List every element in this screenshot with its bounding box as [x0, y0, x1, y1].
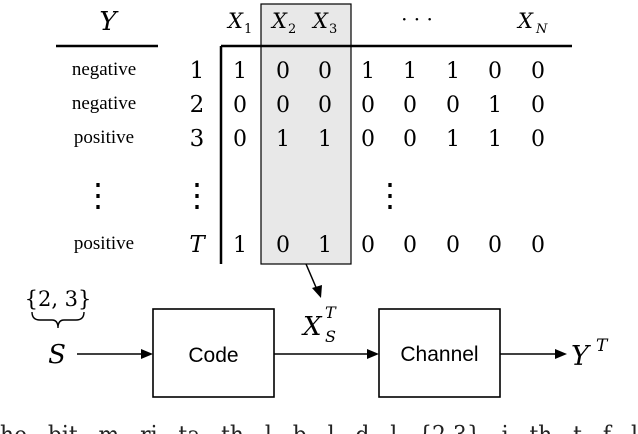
header-ellipsis: · · ·: [401, 7, 433, 31]
column-arrow-head: [312, 285, 322, 298]
channel-to-y-arrow-head: [555, 349, 567, 359]
row-label: negative: [72, 59, 136, 80]
bit-cell: 0: [531, 127, 545, 152]
bit-cell: 0: [361, 93, 375, 118]
svg-text:1: 1: [244, 22, 252, 37]
svg-text:he...bit...m...ri...ta...th...: he...bit...m...ri...ta...th...l...b...l.…: [0, 421, 638, 434]
row-index: 3: [190, 126, 205, 152]
bit-cell: 1: [233, 233, 247, 258]
x3-header: X 3: [311, 9, 337, 37]
bit-cell: 0: [276, 93, 290, 118]
bits-vdots: ⋮: [374, 176, 406, 214]
index-vdots: ⋮: [181, 176, 213, 214]
bit-cell: 0: [233, 127, 247, 152]
bit-cell: 1: [318, 127, 332, 152]
bit-cell: 0: [403, 127, 417, 152]
svg-text:T: T: [325, 303, 337, 322]
svg-text:X: X: [516, 9, 534, 33]
table-row: positive T 1 0 1 0 0 0 0 0: [74, 232, 545, 258]
table-row: negative 2 0 0 0 0 0 0 1 0: [72, 92, 545, 118]
bit-cell: 1: [488, 93, 502, 118]
svg-text:S: S: [325, 327, 336, 346]
code-to-channel-arrow-head: [367, 349, 379, 359]
bit-cell: 1: [361, 59, 375, 84]
row-label: positive: [74, 127, 134, 148]
bit-cell: 1: [233, 59, 247, 84]
channel-box: [378, 308, 501, 398]
row-label: negative: [72, 93, 136, 114]
bit-cell: 0: [488, 233, 502, 258]
svg-text:T: T: [596, 336, 609, 356]
bit-cell: 0: [276, 59, 290, 84]
svg-text:X: X: [311, 9, 329, 33]
bit-cell: 0: [403, 93, 417, 118]
bit-cell: 0: [531, 59, 545, 84]
bit-cell: 0: [531, 93, 545, 118]
row-label: positive: [74, 233, 134, 254]
svg-text:3: 3: [329, 22, 337, 37]
s-label: S: [48, 340, 66, 370]
bit-cell: 0: [531, 233, 545, 258]
code-label: Code: [188, 344, 238, 367]
x1-header: X 1: [226, 9, 252, 37]
bit-cell: 0: [403, 233, 417, 258]
svg-text:X: X: [226, 9, 244, 33]
bit-cell: 0: [488, 59, 502, 84]
bit-cell: 1: [403, 59, 417, 84]
svg-text:X: X: [270, 9, 288, 33]
bit-cell: 1: [446, 127, 460, 152]
bit-cell: 0: [233, 93, 247, 118]
label-vdots: ⋮: [82, 176, 114, 214]
row-index: 2: [190, 92, 205, 118]
underbrace: [31, 311, 85, 329]
bit-cell: 1: [276, 127, 290, 152]
caption-fragment: he...bit...m...ri...ta...th...l...b...l.…: [0, 421, 638, 434]
s-to-code-arrow-head: [141, 349, 153, 359]
svg-text:2: 2: [288, 22, 296, 37]
row-index: 1: [190, 58, 205, 84]
xst-label: X T S: [301, 303, 337, 346]
bit-cell: 0: [361, 233, 375, 258]
bit-cell: 0: [318, 59, 332, 84]
table-row: positive 3 0 1 1 0 0 1 1 0: [74, 126, 545, 152]
set-label: {2, 3}: [25, 287, 92, 311]
code-box: [152, 308, 275, 398]
yt-label: Y T: [571, 336, 609, 372]
x2-header: X 2: [270, 9, 296, 37]
svg-text:N: N: [535, 22, 548, 37]
xn-header: X N: [516, 9, 548, 37]
channel-label: Channel: [400, 343, 478, 366]
bit-cell: 1: [488, 127, 502, 152]
svg-text:Y: Y: [571, 341, 591, 372]
bit-cell: 0: [318, 93, 332, 118]
bit-cell: 1: [318, 233, 332, 258]
bit-cell: 0: [446, 233, 460, 258]
bit-cell: 0: [361, 127, 375, 152]
svg-text:X: X: [301, 312, 323, 342]
bit-cell: 1: [446, 59, 460, 84]
bit-cell: 0: [276, 233, 290, 258]
row-index: T: [189, 232, 206, 258]
y-header: Y: [99, 7, 119, 37]
bit-cell: 0: [446, 93, 460, 118]
table-row: negative 1 1 0 0 1 1 1 0 0: [72, 58, 545, 84]
highlight-column: [260, 3, 352, 265]
